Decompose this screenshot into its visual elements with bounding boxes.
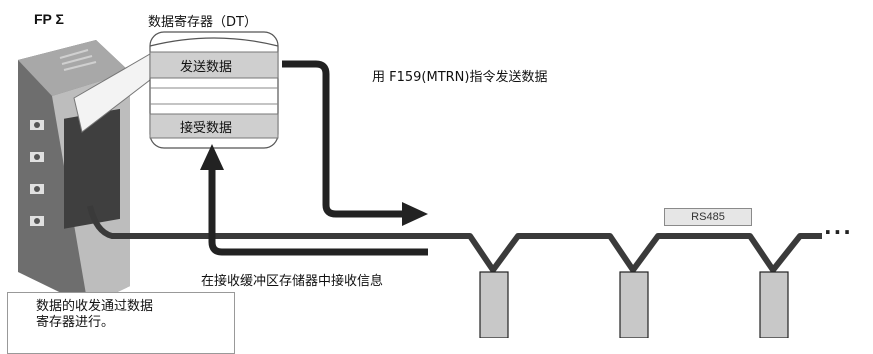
slave-device — [479, 271, 509, 338]
rs485-bus — [87, 205, 822, 273]
slave-devices — [479, 271, 789, 338]
note-text: 数据的收发通过数据 寄存器进行。 — [36, 299, 154, 330]
receive-data-label: 接受数据 — [180, 121, 233, 136]
data-register-title: 数据寄存器（DT） — [148, 15, 257, 30]
receive-annotation: 在接收缓冲区存储器中接收信息 — [201, 274, 384, 289]
note-box: 数据的收发通过数据 寄存器进行。 — [7, 292, 235, 354]
receive-row-bg — [149, 113, 279, 139]
send-data-label: 发送数据 — [180, 60, 233, 75]
plc-label: FP Σ — [34, 11, 64, 27]
send-command-annotation: 用 F159(MTRN)指令发送数据 — [372, 70, 548, 85]
slave-device — [759, 271, 789, 338]
receive-arrowhead — [200, 144, 224, 170]
receive-arrow — [208, 170, 428, 256]
diagram-canvas — [18, 31, 822, 338]
slave-device — [619, 271, 649, 338]
send-row-bg — [149, 51, 279, 79]
bus-continuation: ··· — [824, 220, 853, 244]
send-arrow — [282, 60, 402, 218]
send-arrowhead — [402, 202, 428, 226]
rs485-label: RS485 — [664, 208, 752, 226]
data-register-drum — [149, 31, 279, 149]
